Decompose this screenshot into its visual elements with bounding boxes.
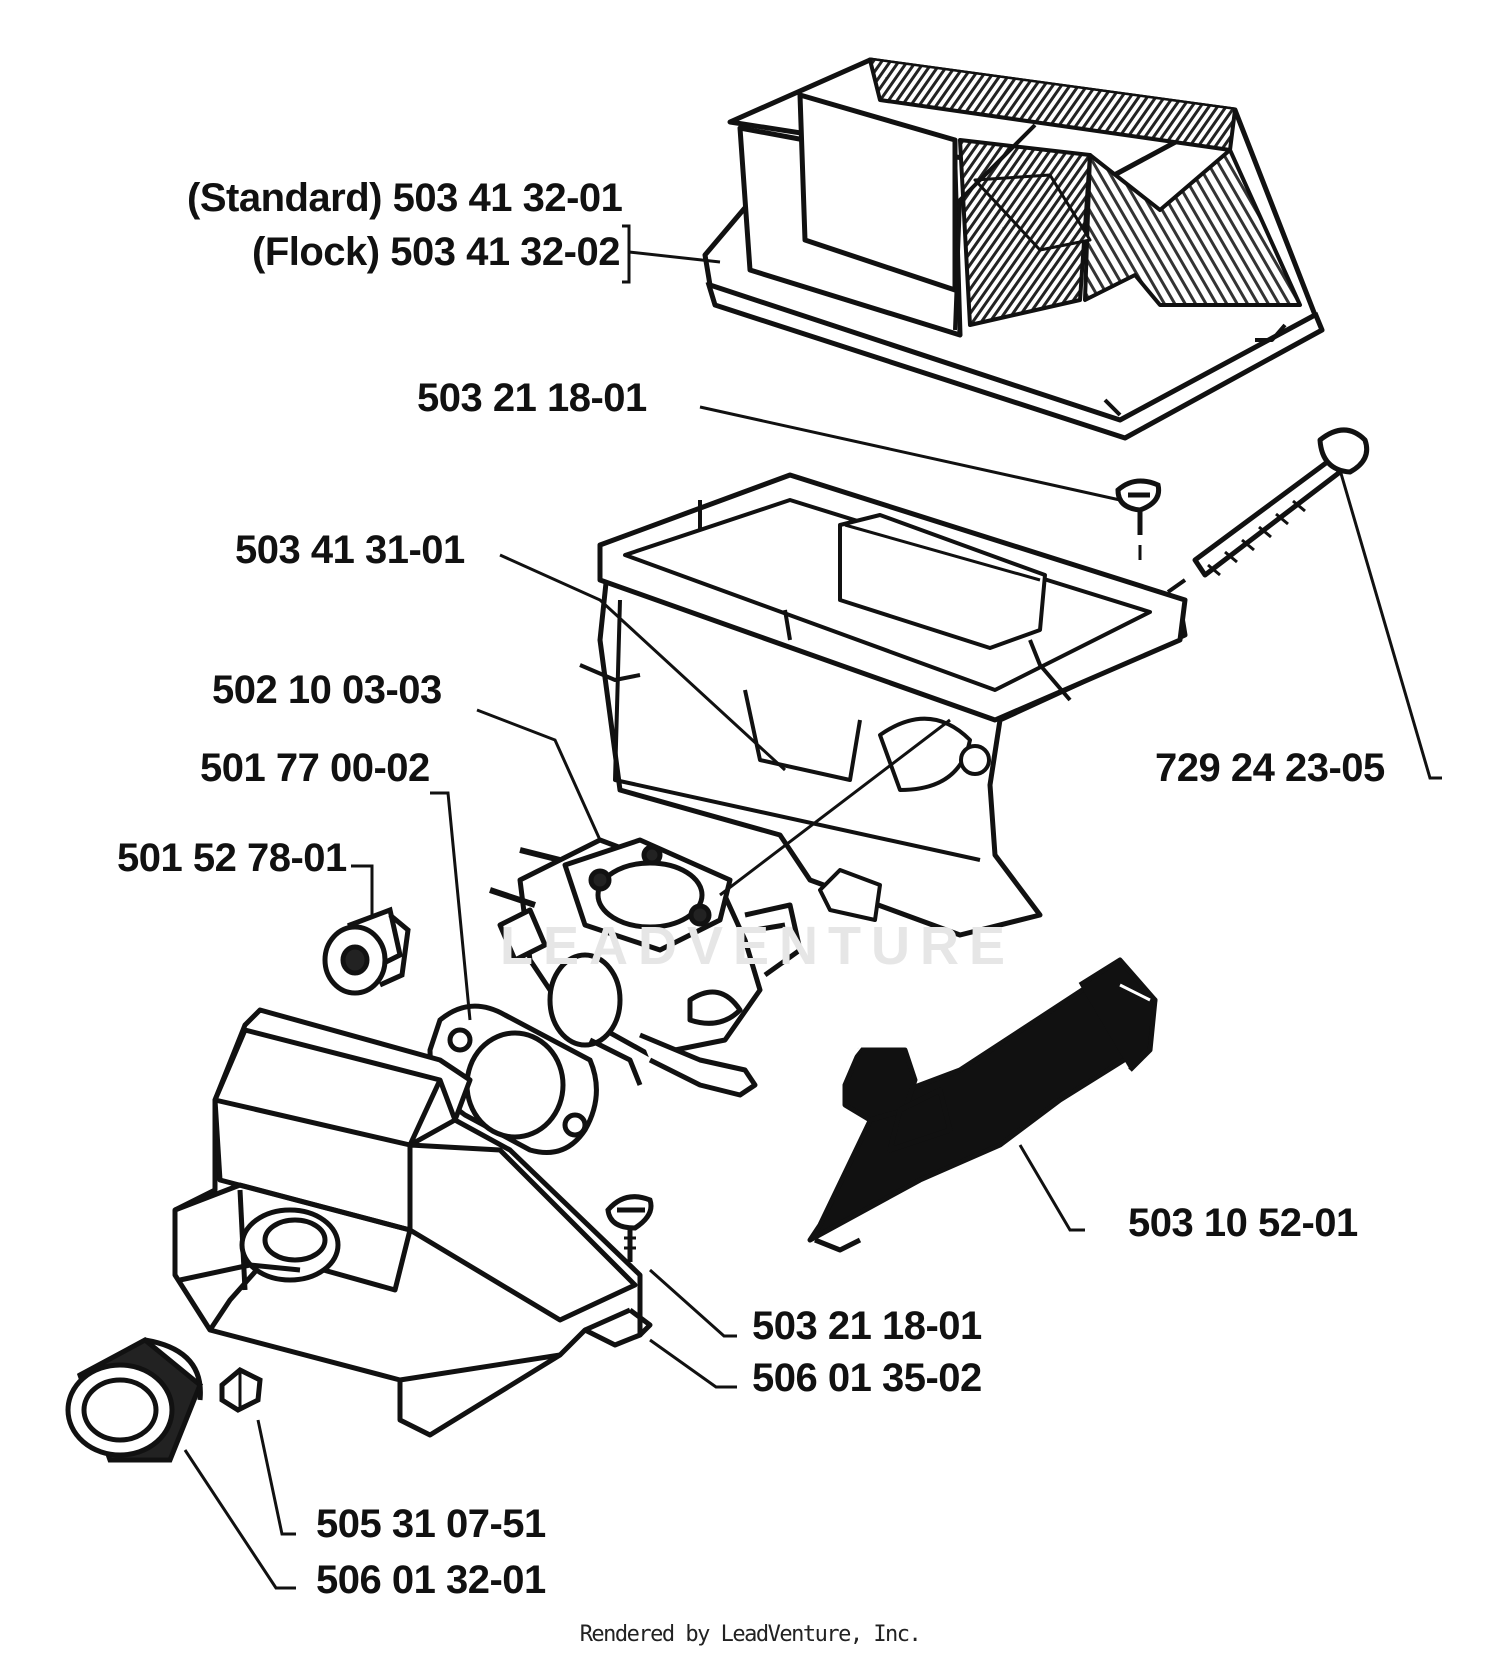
label-air-filter-standard[interactable]: (Standard) 503 41 32-01 (187, 176, 623, 220)
carburetor-part[interactable] (489, 837, 803, 1098)
label-carburetor[interactable]: 502 10 03-03 (212, 668, 442, 712)
clip-part[interactable] (322, 906, 411, 996)
label-nut[interactable]: 505 31 07-51 (316, 1502, 546, 1546)
air-filter-part[interactable] (702, 57, 1325, 441)
label-intake-bracket[interactable]: 506 01 35-02 (752, 1356, 982, 1400)
bolt-part[interactable] (1166, 427, 1370, 594)
label-clip[interactable]: 501 52 78-01 (117, 836, 347, 880)
nut-part[interactable] (219, 1367, 263, 1413)
footer-credit: Rendered by LeadVenture, Inc. (579, 1622, 922, 1647)
label-filter-holder[interactable]: 503 41 31-01 (235, 528, 465, 572)
filter-holder-part[interactable] (579, 472, 1188, 938)
screw-top-part[interactable] (1115, 478, 1162, 560)
screw-bottom-part[interactable] (605, 1194, 654, 1262)
watermark-text: LEADVENTURE (500, 916, 1016, 976)
sleeve-part[interactable] (65, 1337, 204, 1463)
label-throttle-lever[interactable]: 503 10 52-01 (1128, 1201, 1358, 1245)
intake-bracket-part[interactable] (172, 1007, 653, 1438)
label-screw-bottom[interactable]: 503 21 18-01 (752, 1304, 982, 1348)
label-screw-top[interactable]: 503 21 18-01 (417, 376, 647, 420)
label-gasket[interactable]: 501 77 00-02 (200, 746, 430, 790)
label-air-filter-flock[interactable]: (Flock) 503 41 32-02 (252, 230, 621, 274)
label-bolt[interactable]: 729 24 23-05 (1155, 746, 1385, 790)
leader-lines (183, 224, 1442, 1590)
label-sleeve[interactable]: 506 01 32-01 (316, 1558, 546, 1602)
throttle-lever-part[interactable] (807, 957, 1158, 1253)
